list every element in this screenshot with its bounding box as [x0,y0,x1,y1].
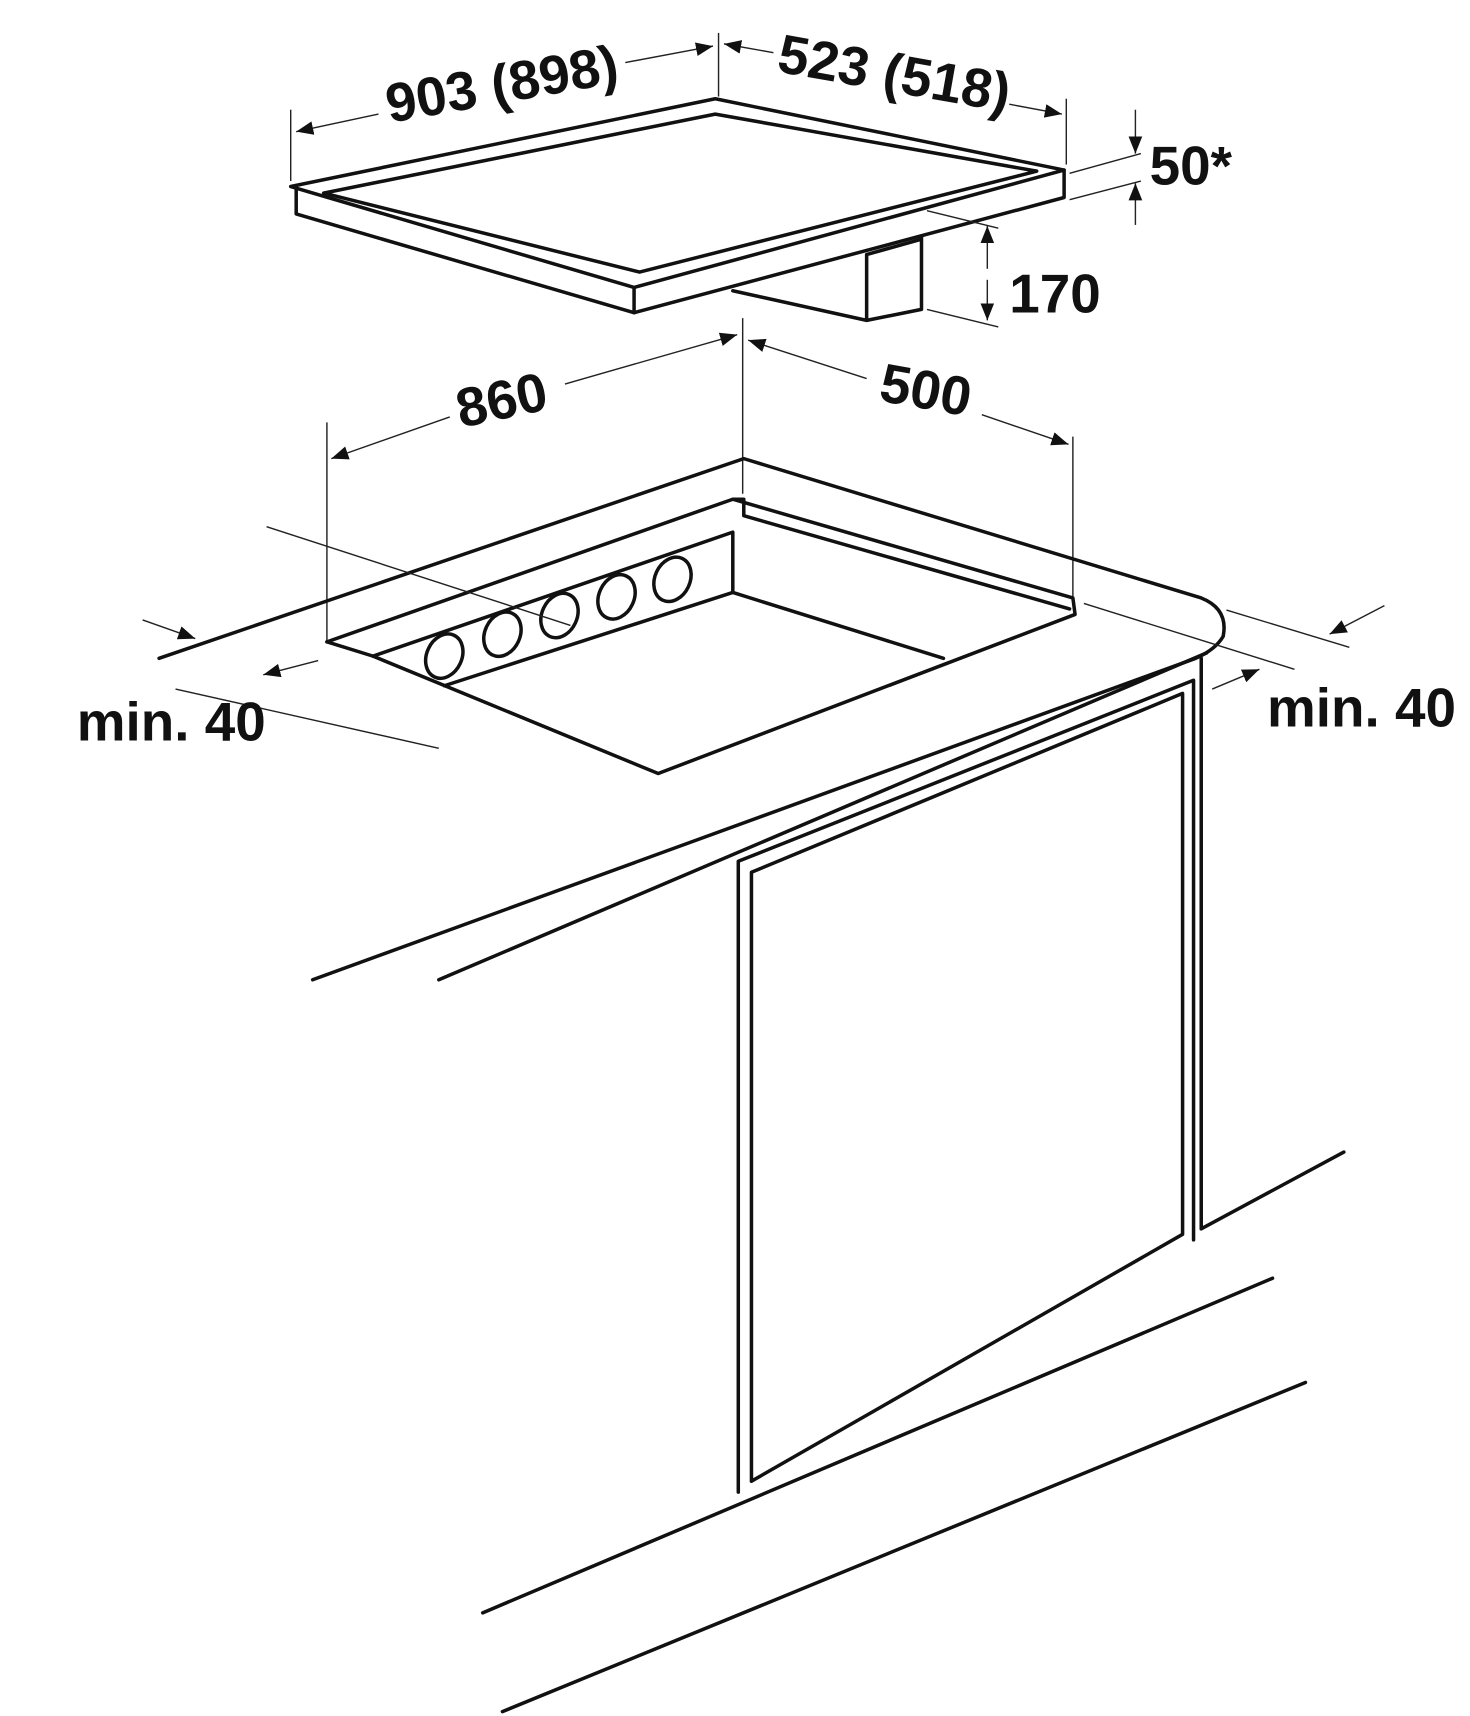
hob-depth-label: 523 (518) [774,22,1016,124]
hob-width-label: 903 (898) [381,33,623,135]
hob [288,96,1066,323]
cutout-dimensions [326,318,1074,642]
cutout-depth-label: 500 [876,351,977,428]
hob-thickness-label: 50* [1150,134,1233,196]
cabinet [480,656,1346,1714]
min-distance-markers [142,602,1385,749]
min-distance-left-label: min. 40 [77,691,266,753]
hob-dimensions [289,32,1143,328]
control-knob-holes [423,555,693,681]
min-distance-right-label: min. 40 [1267,676,1456,738]
hob-underside-depth-label: 170 [1009,263,1101,325]
worktop [157,456,1226,982]
cutout-width-label: 860 [450,360,552,440]
